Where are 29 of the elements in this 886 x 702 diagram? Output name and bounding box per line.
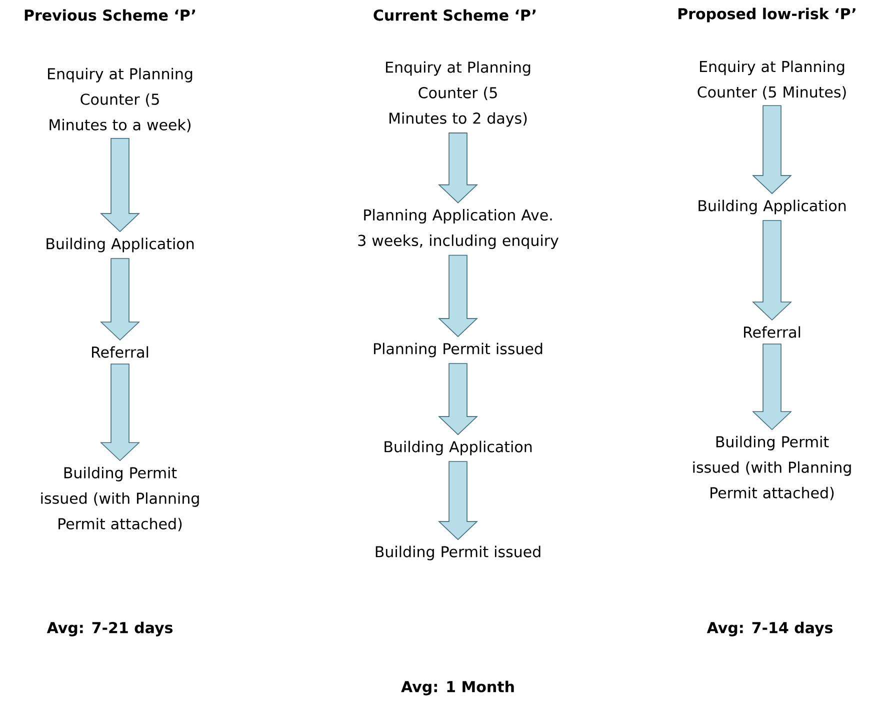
average-time: Avg: 7-14 days <box>706 622 833 636</box>
column-heading: Previous Scheme ‘P’ <box>24 9 195 21</box>
block-arrow <box>100 364 140 462</box>
average-time: Avg: 1 Month <box>401 680 514 696</box>
block-arrow <box>752 220 792 321</box>
step-text: Building Application <box>698 200 846 214</box>
step-text: Building Application <box>384 440 532 456</box>
block-arrow <box>438 363 478 436</box>
step-text: Building Application <box>46 238 194 252</box>
step-text: Enquiry at Planning Counter (5 Minutes to a week) <box>48 68 192 132</box>
step-text: Building Permit issued <box>376 546 540 560</box>
block-arrow <box>752 344 792 430</box>
block-arrow <box>100 258 140 341</box>
column-heading: Current Scheme ‘P’ <box>374 9 536 21</box>
step-text: Enquiry at Planning Counter (5 Minutes to 2 days) <box>386 61 530 127</box>
block-arrow <box>752 105 792 194</box>
block-arrow <box>100 138 140 232</box>
step-text: Referral <box>744 326 800 338</box>
block-arrow <box>438 254 478 338</box>
step-text: Enquiry at Planning Counter (5 Minutes) <box>698 60 846 100</box>
block-arrow <box>438 461 478 540</box>
step-text: Building Permit issued (with Planning Permit attached) <box>41 466 199 532</box>
step-text: Referral <box>92 346 148 358</box>
step-text: Planning Application Ave. 3 weeks, including enquiry <box>358 209 558 250</box>
block-arrow <box>438 132 478 204</box>
step-text: Planning Permit issued <box>374 342 542 358</box>
column-heading: Proposed low-risk ‘P’ <box>678 8 856 22</box>
average-time: Avg: 7-21 days <box>46 622 173 636</box>
step-text: Building Permit issued (with Planning Permit attached) <box>693 436 851 500</box>
